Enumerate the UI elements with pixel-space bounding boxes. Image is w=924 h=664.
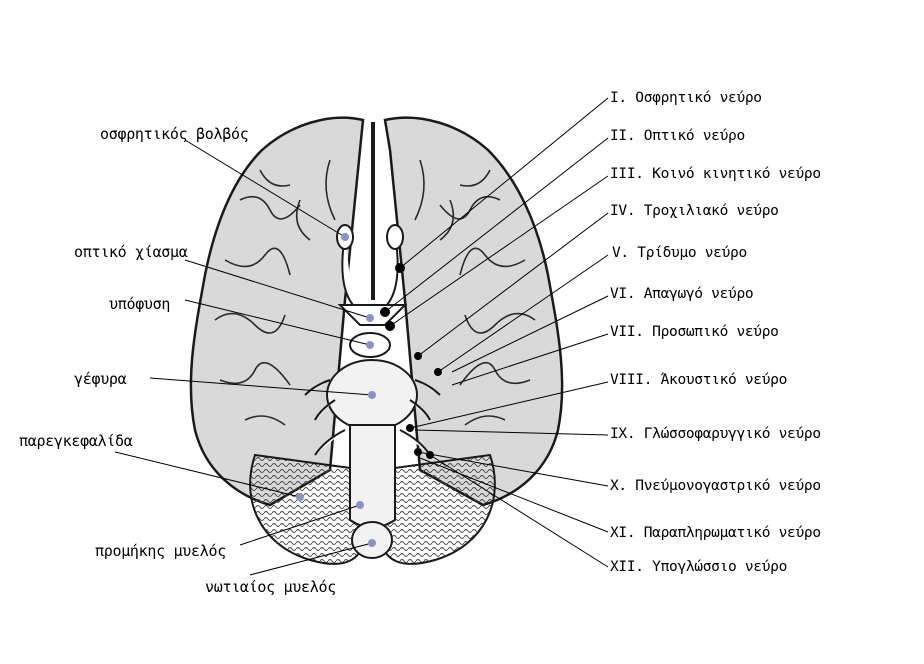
label-nerve-xii: XII. Υπογλώσσιο νεύρο: [610, 559, 788, 575]
gyri-pattern: [214, 159, 536, 426]
label-cerebellum: παρεγκεφαλίδα: [19, 432, 133, 450]
label-nerve-viii: VIII. Άκουστικό νεύρο: [610, 372, 788, 388]
medulla: [349, 424, 396, 529]
left-hemisphere: [189, 116, 365, 507]
label-nerve-x: X. Πνεύμονογαστρικό νεύρο: [610, 478, 821, 494]
label-nerve-ii: II. Οπτικό νεύρο: [610, 128, 745, 144]
label-pons: γέφυρα: [74, 370, 127, 388]
label-spinal-cord: νωτιαίος μυελός: [205, 578, 336, 596]
label-nerve-ix: IX. Γλώσσοφαρυγγικό νεύρο: [610, 426, 821, 442]
label-nerve-vii: VII. Προσωπικό νεύρο: [610, 324, 779, 340]
label-nerve-iv: IV. Τροχιλιακό νεύρο: [610, 203, 779, 219]
label-medulla: προμήκης μυελός: [95, 542, 226, 560]
label-nerve-vi: VI. Απαγωγό νεύρο: [610, 286, 754, 302]
label-nerve-xi: XI. Παραπληρωματικό νεύρο: [610, 525, 821, 541]
label-optic-chiasm: οπτικό χίασμα: [74, 243, 188, 261]
leader-lines: [114, 97, 609, 576]
label-markers: [296, 233, 442, 547]
nerve-roots: [304, 379, 441, 456]
label-nerve-iii: III. Κοινό κινητικό νεύρο: [610, 166, 821, 182]
label-pituitary: υπόφυση: [109, 295, 171, 313]
label-nerve-v: V. Τρίδυμο νεύρο: [612, 245, 747, 261]
label-nerve-i: I. Οσφρητικό νεύρο: [610, 90, 762, 106]
label-olfactory-bulb: οσφρητικός βολβός: [100, 125, 249, 143]
